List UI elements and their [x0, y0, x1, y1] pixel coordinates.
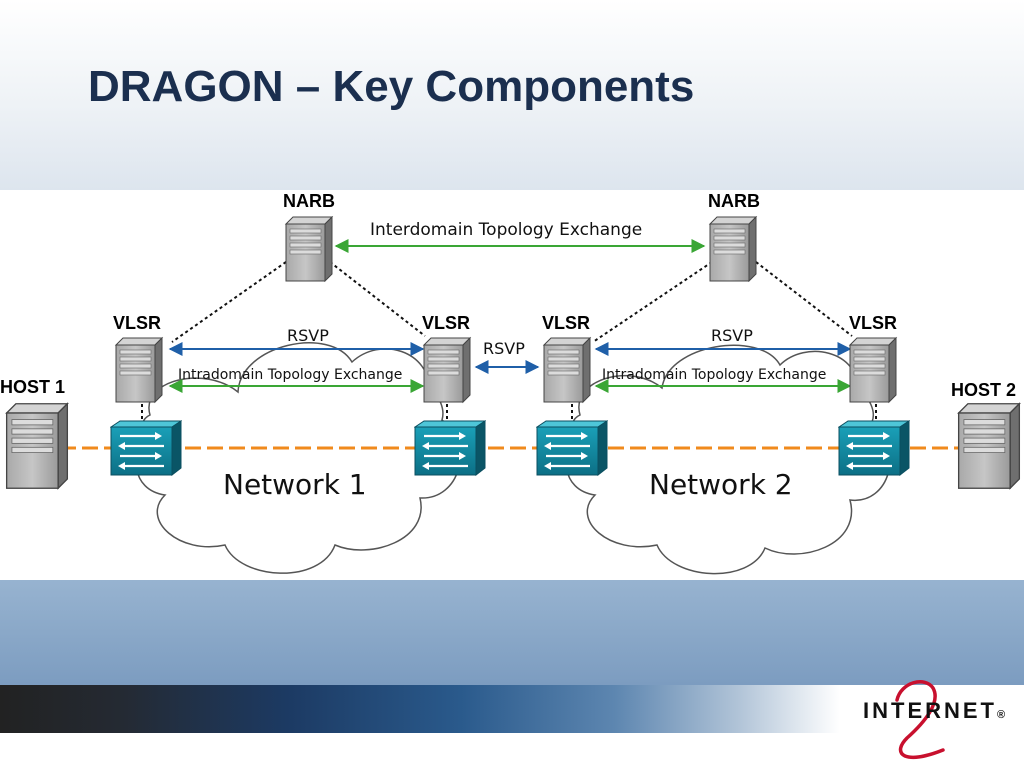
- vlsr-3-label: VLSR: [542, 313, 590, 333]
- logo-numeral-2-icon: [895, 680, 945, 760]
- footer-strip: [0, 685, 1024, 768]
- narb-left-label: NARB: [283, 191, 335, 211]
- vlsr-2-server-icon: [423, 337, 471, 403]
- network-1-label: Network 1: [223, 468, 367, 501]
- rsvp-network-2-label: RSVP: [711, 326, 753, 345]
- rsvp-between-label: RSVP: [483, 339, 525, 358]
- switch-2-icon: [414, 420, 486, 476]
- narb-right-label: NARB: [708, 191, 760, 211]
- narb-right-server-icon: [709, 216, 757, 282]
- switch-1-icon: [110, 420, 182, 476]
- slide-title: DRAGON – Key Components: [88, 62, 695, 111]
- interdomain-label: Interdomain Topology Exchange: [370, 220, 642, 240]
- network-2-label: Network 2: [649, 468, 793, 501]
- logo-registered-mark: ®: [997, 709, 1006, 721]
- host-1-label: HOST 1: [0, 377, 65, 397]
- control-links: [141, 261, 877, 422]
- vlsr-1-server-icon: [115, 337, 163, 403]
- host-2-label: HOST 2: [951, 380, 1016, 400]
- switch-3-icon: [536, 420, 608, 476]
- rsvp-network-1-label: RSVP: [287, 326, 329, 345]
- logo-text: INTERNET: [863, 698, 997, 723]
- switch-4-icon: [838, 420, 910, 476]
- narb-left-server-icon: [285, 216, 333, 282]
- footer-gradient-bar: [0, 685, 1024, 733]
- footer-blue-band: [0, 580, 1024, 685]
- vlsr-2-label: VLSR: [422, 313, 470, 333]
- header-band: [0, 0, 1024, 190]
- internet2-logo: INTERNET®: [855, 672, 1005, 762]
- vlsr-1-label: VLSR: [113, 313, 161, 333]
- vlsr-4-label: VLSR: [849, 313, 897, 333]
- diagram: NARB NARB VLSR VLSR VLSR VLSR HOST 1 HOS…: [0, 191, 1021, 575]
- intradomain-network-1-label: Intradomain Topology Exchange: [178, 367, 402, 383]
- vlsr-4-server-icon: [849, 337, 897, 403]
- intradomain-network-2-label: Intradomain Topology Exchange: [602, 367, 826, 383]
- vlsr-3-server-icon: [543, 337, 591, 403]
- host-2-server-icon: [957, 403, 1021, 489]
- host-1-server-icon: [5, 403, 69, 489]
